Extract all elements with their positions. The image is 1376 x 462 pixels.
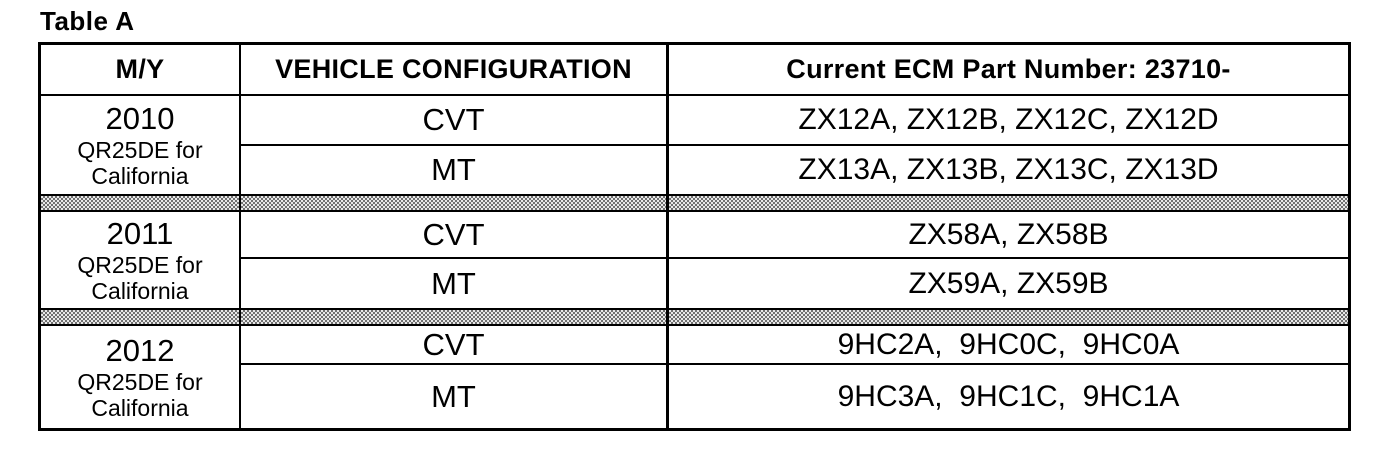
ecm-part-number-table: M/Y VEHICLE CONFIGURATION Current ECM Pa… xyxy=(38,42,1351,431)
separator-band-segment xyxy=(669,310,1348,324)
header-cell-vehicle-configuration: VEHICLE CONFIGURATION xyxy=(241,45,669,96)
config-cell-mt: MT xyxy=(241,365,669,428)
config-cell-cvt: CVT xyxy=(241,212,669,259)
config-cell-mt: MT xyxy=(241,146,669,194)
parts-cell-cvt: ZX58A, ZX58B xyxy=(669,212,1348,259)
parts-cell-cvt: ZX12A, ZX12B, ZX12C, ZX12D xyxy=(669,96,1348,146)
separator-band-segment xyxy=(41,196,241,210)
separator-band-segment xyxy=(41,310,241,324)
table-title: Table A xyxy=(40,6,135,36)
separator-band-segment xyxy=(669,196,1348,210)
year-cell-2011: 2011 QR25DE for California xyxy=(41,212,241,308)
parts-cell-cvt: 9HC2A, 9HC0C, 9HC0A xyxy=(669,326,1348,365)
year-cell-2012: 2012 QR25DE for California xyxy=(41,326,241,428)
parts-cell-mt: ZX59A, ZX59B xyxy=(908,266,1109,300)
region-label: California xyxy=(91,395,189,421)
parts-cell-mt: ZX13A, ZX13B, ZX13C, ZX13D xyxy=(798,153,1219,186)
separator-band-segment xyxy=(241,310,669,324)
separator-band-segment xyxy=(241,196,669,210)
year-label: 2012 xyxy=(105,333,175,368)
year-group-2010: 2010 QR25DE for California CVT ZX12A, ZX… xyxy=(41,96,1348,194)
engine-label: QR25DE for xyxy=(77,369,203,395)
engine-label: QR25DE for xyxy=(77,252,203,278)
header-cell-ecm-part-number: Current ECM Part Number: 23710- xyxy=(669,45,1348,96)
separator-band xyxy=(41,194,1348,212)
year-label: 2010 xyxy=(105,101,175,136)
config-cell-cvt: CVT xyxy=(241,326,669,365)
header-cell-model-year: M/Y xyxy=(41,45,241,96)
year-group-2012: 2012 QR25DE for California CVT 9HC2A, 9H… xyxy=(41,326,1348,428)
config-cell-cvt: CVT xyxy=(241,96,669,146)
engine-label: QR25DE for xyxy=(77,137,203,163)
year-cell-2010: 2010 QR25DE for California xyxy=(41,96,241,194)
year-label: 2011 xyxy=(106,216,174,251)
separator-band xyxy=(41,308,1348,326)
region-label: California xyxy=(91,163,189,189)
config-cell-mt: MT xyxy=(241,259,669,308)
region-label: California xyxy=(91,278,189,304)
parts-cell-mt: 9HC3A, 9HC1C, 9HC1A xyxy=(837,379,1180,413)
year-group-2011: 2011 QR25DE for California CVT ZX58A, ZX… xyxy=(41,212,1348,308)
table-header-row: M/Y VEHICLE CONFIGURATION Current ECM Pa… xyxy=(41,45,1348,96)
